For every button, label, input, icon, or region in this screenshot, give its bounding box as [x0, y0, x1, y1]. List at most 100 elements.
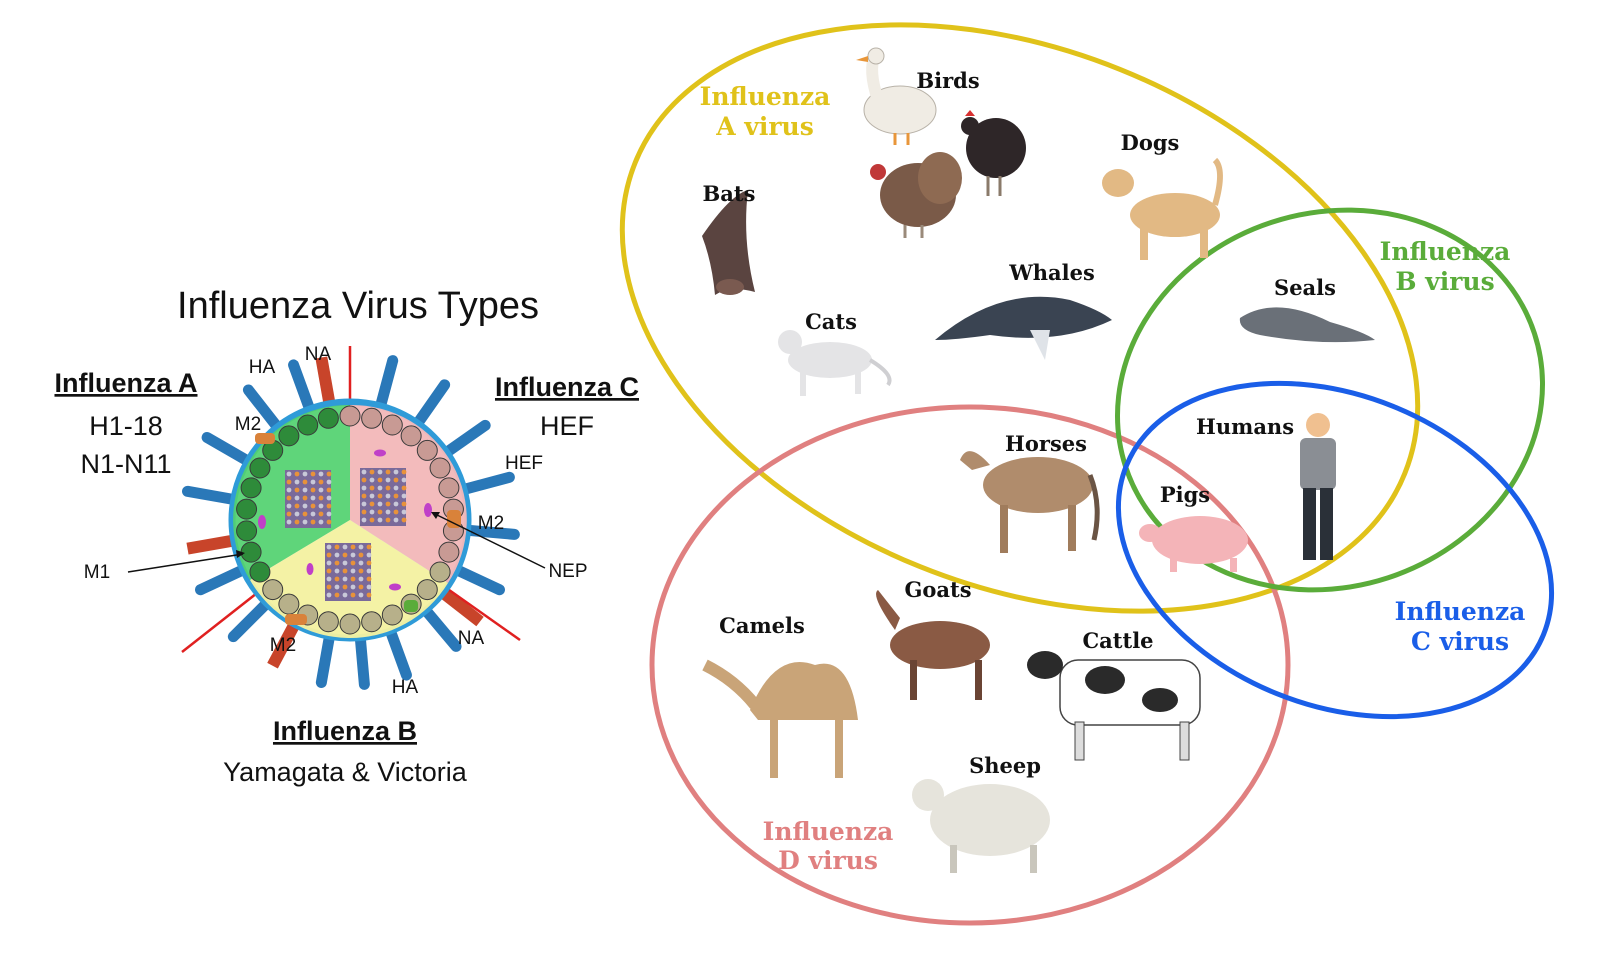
rnp-dot [366, 552, 372, 558]
label-na-bottom: NA [458, 628, 485, 649]
rnp-bundle-a [285, 470, 332, 528]
rnp-dot [342, 584, 348, 590]
animal-label-humans: Humans [1196, 414, 1294, 439]
rnp-dot [361, 509, 367, 515]
cat-illustration [778, 330, 892, 396]
ha-spike [227, 597, 273, 643]
rnp-dot [286, 503, 292, 509]
pig-illustration [1139, 516, 1248, 572]
rnp-dot [385, 477, 391, 483]
rnp-dot [334, 584, 340, 590]
influenza-a-label-line2: A virus [715, 112, 814, 141]
rnp-dot [318, 471, 324, 477]
m1-bead [339, 613, 361, 635]
rnp-dot [361, 501, 367, 507]
rnp-dot [326, 471, 332, 477]
type-a-heading: Influenza A [54, 368, 197, 398]
nep-pointer-arrow [431, 512, 440, 519]
rnp-dot [302, 511, 308, 517]
rnp-dot [334, 552, 340, 558]
influenza-c-host-ellipse [1115, 380, 1555, 720]
na-spike [267, 621, 300, 669]
rnp-dot [401, 517, 407, 523]
goat-illustration [876, 590, 990, 700]
rnp-dot [393, 469, 399, 475]
type-c-glycoprotein: HEF [540, 411, 594, 441]
ha-spike [412, 379, 451, 429]
animal-label-sheep: Sheep [969, 753, 1041, 778]
rnp-dot [350, 568, 356, 574]
dog-illustration [1102, 157, 1223, 260]
type-a-subtypes-n: N1-N11 [80, 449, 171, 479]
m1-bead [339, 405, 361, 427]
rnp-dot [401, 477, 407, 483]
rnp-dot [361, 517, 367, 523]
label-hef: HEF [505, 453, 543, 474]
rnp-dot [393, 485, 399, 491]
rnp-dot [385, 485, 391, 491]
rnp-dot [401, 501, 407, 507]
label-nep: NEP [548, 561, 587, 582]
rnp-dot [358, 592, 364, 598]
label-m2-c: M2 [478, 513, 504, 534]
nep-pointer [432, 512, 546, 569]
rnp-dot [318, 511, 324, 517]
rnp-dot [318, 495, 324, 501]
ha-spike [315, 630, 336, 688]
m1-bead [249, 561, 271, 583]
label-m2-a: M2 [235, 414, 261, 435]
rnp-dot [318, 519, 324, 525]
rnp-dot [377, 517, 383, 523]
m1-bead [381, 414, 403, 436]
ha-spike [441, 419, 491, 458]
rnp-dot [361, 485, 367, 491]
rnp-dot [366, 544, 372, 550]
rnp-dot [361, 477, 367, 483]
rnp-dot [385, 501, 391, 507]
rnp-dot [350, 592, 356, 598]
ha-spike [288, 359, 316, 415]
type-b-heading: Influenza B [273, 716, 417, 746]
na-spike [439, 587, 484, 627]
cow-illustration [1027, 651, 1201, 761]
turkey-illustration [870, 152, 962, 238]
rnp-dot [358, 576, 364, 582]
seal-illustration [1239, 307, 1375, 343]
rnp-dot [369, 509, 375, 515]
rnp-dot [294, 471, 300, 477]
m1-bead [236, 520, 258, 542]
m1-bead [361, 407, 383, 429]
m1-bead [262, 579, 284, 601]
rnp-dot [401, 509, 407, 515]
animal-label-horses: Horses [1005, 431, 1087, 456]
rnp-dot [369, 493, 375, 499]
rnp-dot [286, 511, 292, 517]
na-spike [315, 356, 336, 405]
rnp-dot [393, 509, 399, 515]
rnp-dot [393, 517, 399, 523]
m1-bead [317, 611, 339, 633]
rnp-dot [350, 560, 356, 566]
rnp-dot [377, 485, 383, 491]
rnp-dot [310, 471, 316, 477]
influenza-d-host-ellipse [649, 404, 1291, 926]
influenza-c-label-line2: C virus [1411, 627, 1509, 656]
rnp-dot [401, 493, 407, 499]
rnp-dot [294, 519, 300, 525]
rnp-dot [326, 576, 332, 582]
nep-particle [389, 583, 401, 591]
influenza-d-label-line1: Influenza [763, 817, 894, 846]
rnp-dot [401, 485, 407, 491]
rnp-bundle-c [360, 468, 407, 526]
rnp-dot [385, 509, 391, 515]
rnp-dot [350, 552, 356, 558]
rnp-dot [310, 503, 316, 509]
rnp-dot [358, 544, 364, 550]
animal-label-pigs: Pigs [1160, 482, 1210, 507]
rnp-dot [302, 471, 308, 477]
rnp-dot [342, 592, 348, 598]
chicken-illustration [961, 110, 1026, 196]
rnp-dot [326, 568, 332, 574]
rnp-dot [310, 511, 316, 517]
rnp-dot [369, 469, 375, 475]
